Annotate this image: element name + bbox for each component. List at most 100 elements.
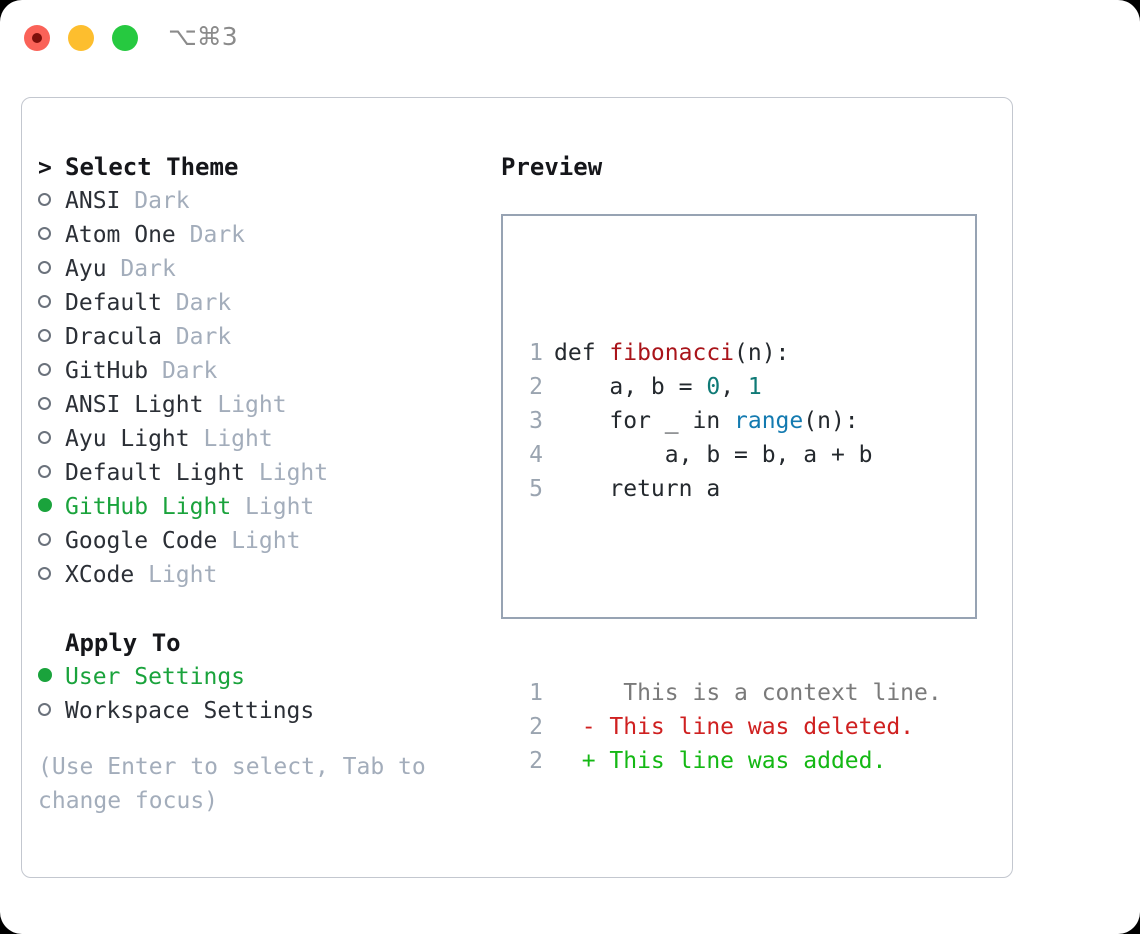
theme-name-gap	[245, 456, 259, 490]
line-number: 2	[529, 374, 543, 400]
close-button[interactable]	[24, 25, 50, 51]
code-token-plain: a, b =	[554, 374, 707, 400]
hollow-dot-icon	[38, 193, 51, 206]
line-number: 5	[529, 476, 543, 502]
radio-unselected-icon	[38, 218, 65, 252]
theme-variant-badge: Light	[217, 392, 287, 418]
diff-line: 2 - This line was deleted.	[521, 710, 942, 744]
diff-line: 1 This is a context line.	[521, 676, 942, 710]
theme-name: Google Code	[65, 528, 218, 554]
hollow-dot-icon	[38, 431, 51, 444]
theme-name-gap	[203, 388, 217, 422]
radio-unselected-icon	[38, 320, 65, 354]
code-gap	[521, 574, 942, 608]
code-token-fn: fibonacci	[609, 340, 735, 366]
window-controls	[24, 25, 138, 51]
theme-name-gap	[231, 490, 245, 524]
radio-unselected-icon	[38, 524, 65, 558]
radio-selected-icon	[38, 660, 65, 694]
theme-name-gap	[120, 184, 134, 218]
theme-list-item[interactable]: ANSI Light Light	[38, 388, 488, 422]
apply-to-heading: Apply To	[65, 629, 181, 657]
theme-name: Ayu Light	[65, 426, 190, 452]
theme-list-item[interactable]: GitHub Dark	[38, 354, 488, 388]
radio-unselected-icon	[38, 456, 65, 490]
line-number: 4	[529, 442, 543, 468]
theme-name-gap	[162, 286, 176, 320]
code-line: 2 a, b = 0, 1	[521, 370, 942, 404]
radio-selected-icon	[38, 490, 65, 524]
theme-list-item[interactable]: Ayu Light Light	[38, 422, 488, 456]
line-number: 3	[529, 408, 543, 434]
theme-name: Default Light	[65, 460, 246, 486]
code-token-plain: (n):	[734, 340, 790, 366]
diff-line: 2 + This line was added.	[521, 744, 942, 778]
radio-unselected-icon	[38, 354, 65, 388]
code-token-num: 0	[706, 374, 721, 400]
minimize-button[interactable]	[68, 25, 94, 51]
radio-unselected-icon	[38, 252, 65, 286]
code-token-call: range	[734, 408, 804, 434]
theme-list-item[interactable]: Default Dark	[38, 286, 488, 320]
theme-variant-badge: Light	[258, 460, 329, 486]
theme-list-item[interactable]: Dracula Dark	[38, 320, 488, 354]
radio-unselected-icon	[38, 694, 65, 728]
filled-dot-icon	[38, 498, 52, 512]
select-theme-heading-row: > Select Theme	[38, 150, 488, 184]
line-number: 1	[529, 340, 543, 366]
theme-name: ANSI	[65, 188, 121, 214]
title-bar: ⌥⌘3	[0, 0, 1140, 78]
theme-name: Dracula	[65, 324, 162, 350]
code-token-plain: a, b = b, a + b	[554, 442, 873, 468]
theme-name-gap	[176, 218, 190, 252]
theme-variant-badge: Light	[245, 494, 315, 520]
hollow-dot-icon	[38, 329, 51, 342]
radio-unselected-icon	[38, 558, 65, 592]
radio-unselected-icon	[38, 422, 65, 456]
theme-list-item[interactable]: XCode Light	[38, 558, 488, 592]
diff-line-number: 1	[529, 680, 543, 706]
theme-list-item[interactable]: Ayu Dark	[38, 252, 488, 286]
theme-name: Ayu	[65, 256, 107, 282]
radio-unselected-icon	[38, 388, 65, 422]
apply-to-item[interactable]: User Settings	[38, 660, 488, 694]
theme-list-item[interactable]: ANSI Dark	[38, 184, 488, 218]
apply-to-label: Workspace Settings	[65, 698, 315, 724]
zoom-button[interactable]	[112, 25, 138, 51]
theme-list-item[interactable]: GitHub Light Light	[38, 490, 488, 524]
apply-to-item[interactable]: Workspace Settings	[38, 694, 488, 728]
theme-list-item[interactable]: Atom One Dark	[38, 218, 488, 252]
theme-name: Atom One	[65, 222, 176, 248]
hollow-dot-icon	[38, 227, 51, 240]
diff-text: This line was added.	[595, 748, 887, 774]
code-token-plain: ,	[720, 374, 748, 400]
radio-unselected-icon	[38, 184, 65, 218]
diff-sign: -	[554, 714, 596, 740]
theme-variant-badge: Light	[203, 426, 273, 452]
theme-name: GitHub	[65, 358, 149, 384]
hollow-dot-icon	[38, 567, 51, 580]
hollow-dot-icon	[38, 261, 51, 274]
apply-to-label: User Settings	[65, 664, 246, 690]
theme-list-item[interactable]: Default Light Light	[38, 456, 488, 490]
code-line: 3 for _ in range(n):	[521, 404, 942, 438]
theme-list-item[interactable]: Google Code Light	[38, 524, 488, 558]
code-token-plain: (n):	[803, 408, 859, 434]
prompt-caret-icon: >	[38, 155, 52, 181]
keyboard-shortcut-label: ⌥⌘3	[168, 22, 238, 51]
radio-unselected-icon	[38, 286, 65, 320]
filled-dot-icon	[38, 668, 52, 682]
theme-name-gap	[134, 558, 148, 592]
code-token-plain: for _ in	[554, 408, 735, 434]
theme-name-gap	[217, 524, 231, 558]
theme-variant-badge: Dark	[175, 290, 232, 316]
hollow-dot-icon	[38, 465, 51, 478]
theme-variant-badge: Dark	[175, 324, 232, 350]
